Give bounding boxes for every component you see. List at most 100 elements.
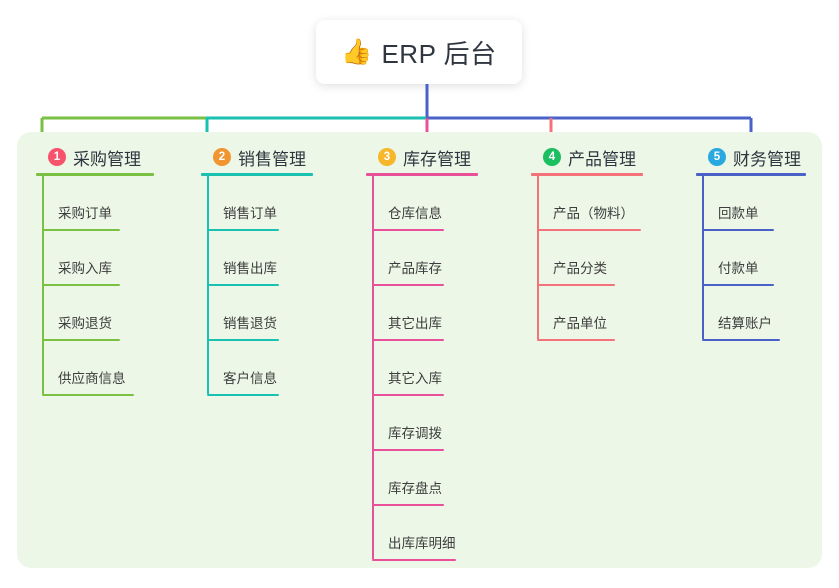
branch-item[interactable]: 客户信息 (201, 341, 313, 396)
branch-item-label: 采购订单 (58, 206, 112, 221)
branch-items: 采购订单采购入库采购退货供应商信息 (36, 176, 154, 396)
root-node-card[interactable]: 👍 ERP 后台 (316, 20, 522, 84)
branch-item-label: 其它入库 (388, 371, 442, 386)
branch-item[interactable]: 库存调拨 (366, 396, 478, 451)
branch-item-rule (537, 229, 641, 231)
branch-item-label: 结算账户 (718, 316, 772, 331)
branch-item-rule (42, 339, 120, 341)
branch-header-rule (36, 173, 154, 176)
branch-item-label: 产品单位 (553, 316, 607, 331)
branch-item-label: 采购退货 (58, 316, 112, 331)
branch-item-label: 销售订单 (223, 206, 277, 221)
branch-item-label: 销售退货 (223, 316, 277, 331)
branch-item-rule (42, 229, 120, 231)
branch-column-5: 5 财务管理回款单付款单结算账户 (696, 146, 806, 341)
branch-item-label: 仓库信息 (388, 206, 442, 221)
branch-item[interactable]: 产品单位 (531, 286, 643, 341)
branch-items: 销售订单销售出库销售退货客户信息 (201, 176, 313, 396)
branch-item[interactable]: 仓库信息 (366, 176, 478, 231)
root-node-title: ERP 后台 (381, 38, 497, 69)
branch-spine (537, 176, 539, 339)
branch-item-rule (42, 394, 134, 396)
branch-header-2[interactable]: 2 销售管理 (201, 146, 313, 169)
branch-spine (702, 176, 704, 339)
branch-number-badge: 3 (378, 148, 396, 166)
branch-item[interactable]: 出库库明细 (366, 506, 478, 561)
branch-item-rule (372, 394, 444, 396)
branch-header-rule (201, 173, 313, 176)
branch-header-3[interactable]: 3 库存管理 (366, 146, 478, 169)
branch-item-rule (207, 339, 279, 341)
branch-item[interactable]: 销售出库 (201, 231, 313, 286)
branch-items: 回款单付款单结算账户 (696, 176, 806, 341)
branch-header-1[interactable]: 1 采购管理 (36, 146, 154, 169)
branch-item[interactable]: 库存盘点 (366, 451, 478, 506)
branch-items: 仓库信息产品库存其它出库其它入库库存调拨库存盘点出库库明细 (366, 176, 478, 561)
branch-title: 产品管理 (568, 149, 636, 169)
diagram-canvas (17, 132, 822, 568)
branch-item-rule (372, 339, 444, 341)
branch-item[interactable]: 销售退货 (201, 286, 313, 341)
branch-number-badge: 4 (543, 148, 561, 166)
branch-header-rule (366, 173, 478, 176)
branch-item-label: 产品库存 (388, 261, 442, 276)
branch-item-rule (207, 229, 279, 231)
branch-item-rule (42, 284, 120, 286)
branch-items: 产品（物料） 产品分类产品单位 (531, 176, 643, 341)
branch-item[interactable]: 产品（物料） (531, 176, 643, 231)
branch-item[interactable]: 其它入库 (366, 341, 478, 396)
branch-item[interactable]: 其它出库 (366, 286, 478, 341)
branch-item[interactable]: 结算账户 (696, 286, 806, 341)
branch-column-2: 2 销售管理销售订单销售出库销售退货客户信息 (201, 146, 313, 396)
branch-item-label: 出库库明细 (388, 536, 456, 551)
branch-item-label: 客户信息 (223, 371, 277, 386)
branch-item-label: 销售出库 (223, 261, 277, 276)
branch-header-4[interactable]: 4 产品管理 (531, 146, 643, 169)
branch-title: 库存管理 (403, 149, 471, 169)
branch-item-rule (207, 394, 279, 396)
branch-number-badge: 2 (213, 148, 231, 166)
branch-item-label: 回款单 (718, 206, 759, 221)
branch-item-rule (537, 284, 615, 286)
thumbs-up-icon: 👍 (341, 37, 373, 66)
branch-spine (372, 176, 374, 559)
branch-item-rule (207, 284, 279, 286)
branch-item-label: 付款单 (718, 261, 759, 276)
branch-column-4: 4 产品管理产品（物料） 产品分类产品单位 (531, 146, 643, 341)
branch-item[interactable]: 销售订单 (201, 176, 313, 231)
branch-item-label: 产品（物料） (553, 206, 634, 221)
branch-item-label: 其它出库 (388, 316, 442, 331)
branch-item-label: 产品分类 (553, 261, 607, 276)
branch-item-label: 库存盘点 (388, 481, 442, 496)
branch-item[interactable]: 产品库存 (366, 231, 478, 286)
branch-column-1: 1 采购管理采购订单采购入库采购退货供应商信息 (36, 146, 154, 396)
branch-item[interactable]: 采购入库 (36, 231, 154, 286)
branch-item-label: 采购入库 (58, 261, 112, 276)
branch-number-badge: 5 (708, 148, 726, 166)
branch-item-rule (702, 339, 780, 341)
branch-item-rule (372, 449, 444, 451)
branch-item-rule (372, 504, 444, 506)
branch-item-rule (702, 284, 774, 286)
branch-item-label: 库存调拨 (388, 426, 442, 441)
branch-item-rule (372, 559, 456, 561)
branch-item[interactable]: 回款单 (696, 176, 806, 231)
branch-item-label: 供应商信息 (58, 371, 126, 386)
branch-item[interactable]: 供应商信息 (36, 341, 154, 396)
branch-item-rule (372, 229, 444, 231)
branch-item-rule (537, 339, 615, 341)
branch-item[interactable]: 产品分类 (531, 231, 643, 286)
branch-item-rule (702, 229, 774, 231)
branch-title: 财务管理 (733, 149, 801, 169)
branch-header-rule (531, 173, 643, 176)
branch-header-rule (696, 173, 806, 176)
branch-title: 采购管理 (73, 149, 141, 169)
branch-item[interactable]: 采购退货 (36, 286, 154, 341)
branch-header-5[interactable]: 5 财务管理 (696, 146, 806, 169)
branch-item[interactable]: 采购订单 (36, 176, 154, 231)
branch-column-3: 3 库存管理仓库信息产品库存其它出库其它入库库存调拨库存盘点出库库明细 (366, 146, 478, 561)
branch-title: 销售管理 (238, 149, 306, 169)
branch-item[interactable]: 付款单 (696, 231, 806, 286)
branch-number-badge: 1 (48, 148, 66, 166)
branch-item-rule (372, 284, 444, 286)
